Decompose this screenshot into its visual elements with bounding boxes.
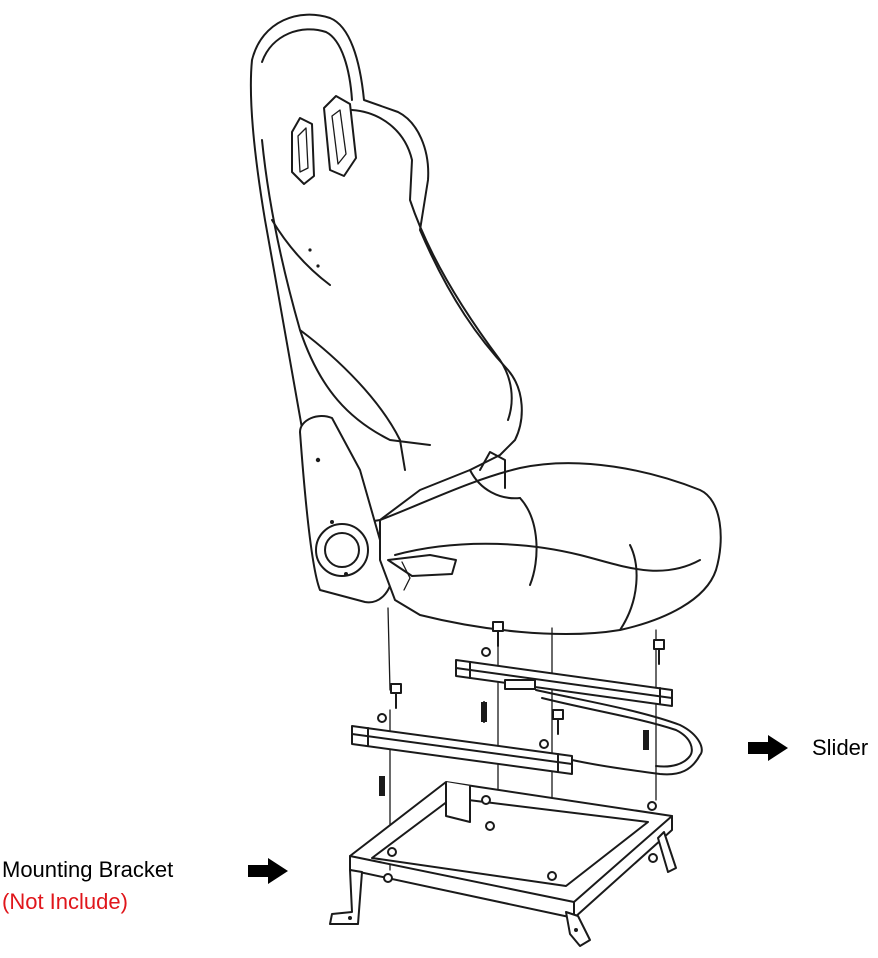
mounting-bracket [329, 781, 677, 947]
seat-backrest [249, 13, 523, 531]
right-arrow-icon [248, 858, 288, 884]
right-arrow-icon [748, 735, 788, 761]
recline-hinge [299, 414, 394, 604]
slider-rails [351, 659, 703, 776]
bolt [643, 730, 649, 750]
bolt-set-lower [377, 647, 649, 818]
not-include-note: (Not Include) [2, 889, 128, 914]
seat-cushion [379, 451, 722, 636]
bolt-set-upper [390, 621, 665, 735]
slider-label: Slider [812, 735, 869, 760]
bolt [653, 639, 665, 665]
bolt [552, 709, 564, 735]
bolt [379, 776, 385, 796]
mounting-bracket-label: Mounting Bracket [2, 857, 174, 882]
bolt [492, 621, 504, 647]
bolt [481, 701, 487, 723]
bolt [390, 683, 402, 709]
nut [383, 795, 658, 883]
